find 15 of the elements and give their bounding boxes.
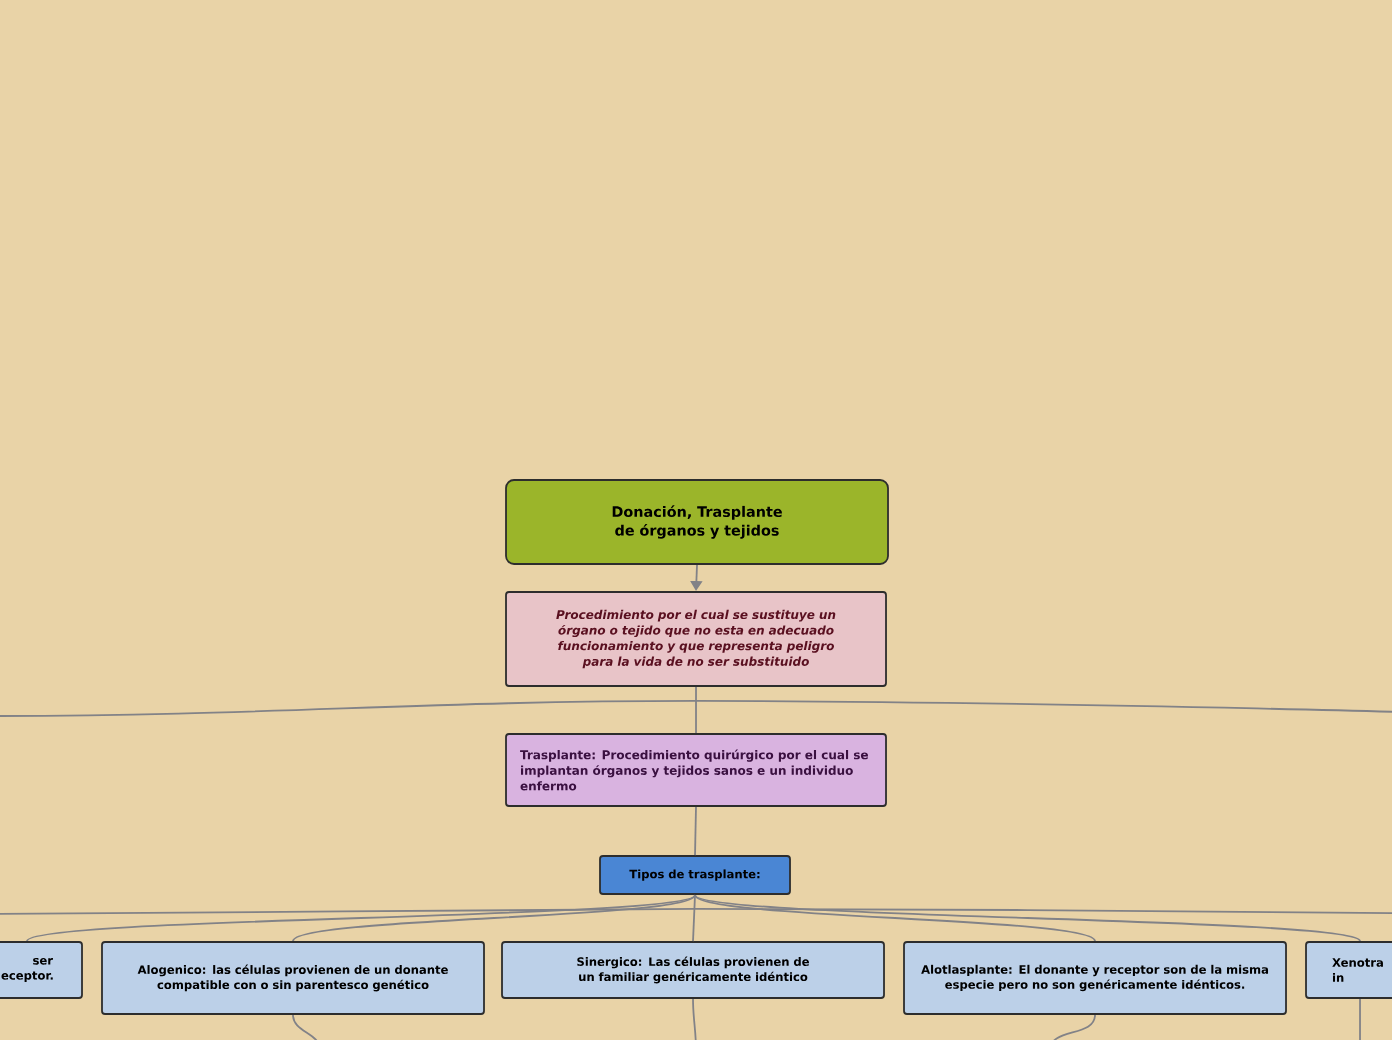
connector: [26, 894, 696, 942]
connector: [1359, 998, 1361, 1040]
connector: [0, 908, 696, 915]
connector: [692, 894, 696, 942]
connector: [695, 700, 1392, 717]
connector: [692, 998, 697, 1040]
connector: [292, 894, 696, 942]
connector: [292, 1014, 321, 1040]
connector: [694, 908, 1392, 915]
connector: [0, 700, 697, 717]
connector: [694, 894, 1096, 942]
connector: [694, 894, 1361, 942]
connector: [694, 806, 697, 856]
connector: [695, 686, 697, 734]
connector: [1049, 1014, 1096, 1040]
